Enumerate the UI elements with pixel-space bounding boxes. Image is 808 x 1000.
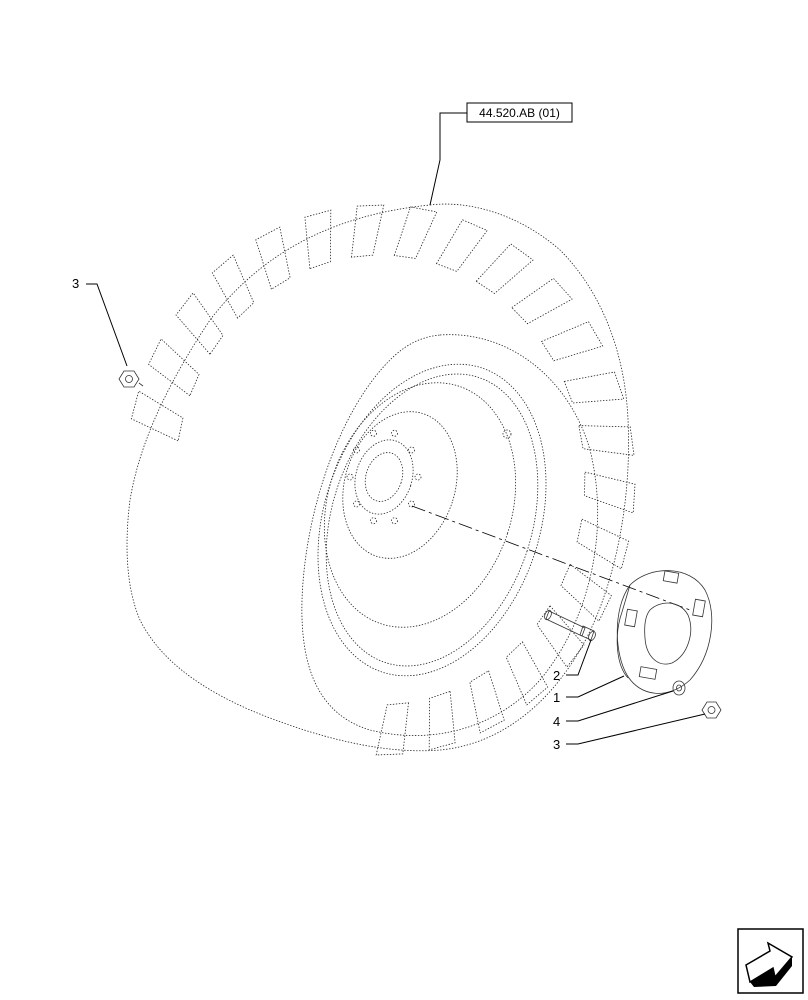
wheel-stud (544, 609, 596, 642)
tread-lug (475, 243, 534, 295)
reference-box[interactable]: 44.520.AB (01) (466, 102, 573, 123)
tread-lug (351, 204, 385, 258)
callout-washer: 4 (553, 714, 560, 729)
callout-stud: 2 (553, 668, 560, 683)
tread-lug (505, 641, 549, 706)
bolt-hole (370, 429, 377, 437)
tread-lug (536, 605, 585, 668)
callout-nut-left: 3 (72, 276, 79, 291)
bolt-hole (370, 517, 377, 525)
tread-lug (511, 277, 573, 325)
bolt-hole (391, 429, 398, 437)
nut-left (118, 370, 144, 388)
bolt-hole (353, 446, 360, 454)
tread-lug (563, 371, 625, 404)
wheel-weight (616, 570, 713, 694)
reference-label: 44.520.AB (01) (479, 106, 560, 120)
tread-lug (211, 254, 255, 319)
bolt-hole (353, 500, 360, 508)
tractor-tire (126, 203, 636, 756)
axis-centreline (411, 505, 691, 611)
tread-lug (540, 321, 604, 362)
tread-lug (175, 292, 224, 355)
tread-lug (428, 690, 456, 751)
tread-lug (255, 226, 291, 290)
leader-lines (86, 112, 706, 745)
bolt-hole (391, 517, 398, 525)
washer (672, 680, 686, 696)
nut-right (701, 701, 722, 719)
tread-lug (576, 518, 630, 570)
callout-nut-right: 3 (553, 737, 560, 752)
bolt-hole (408, 500, 415, 508)
tread-lug (304, 209, 332, 270)
callout-weight: 1 (553, 690, 560, 705)
tread-lug (435, 219, 488, 272)
tread-lug (375, 702, 409, 756)
tread-lug (393, 206, 438, 259)
next-page-arrow-icon[interactable] (737, 928, 804, 994)
bolt-hole (408, 446, 415, 454)
tread-lug (148, 338, 200, 397)
tread-lug (584, 471, 636, 514)
bolt-hole (346, 473, 354, 481)
bolt-hole (414, 473, 422, 481)
tread-lug (469, 670, 505, 734)
tread-lug (130, 390, 184, 442)
tread-lug (578, 425, 635, 456)
